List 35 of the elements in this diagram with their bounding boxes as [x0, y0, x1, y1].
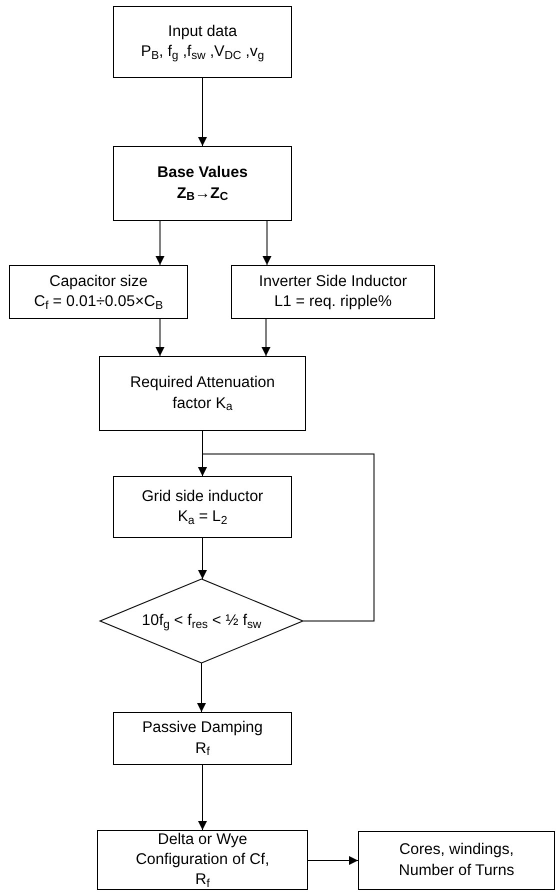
node-text: Cores, windings, Number of Turns: [398, 840, 516, 880]
node-text: Inverter Side Inductor: [258, 272, 408, 292]
node-text: Grid side inductor: [140, 486, 264, 507]
process-box: [113, 712, 292, 765]
node-text: Required Attenuation factor K$_{a}$: [129, 373, 276, 414]
arrow: [198, 78, 207, 146]
arrow: [262, 318, 270, 356]
node-text: 10f$_{g}$ < f$_{res}$ < ½ f$_{sw}$: [140, 610, 262, 632]
process-box: [113, 6, 292, 78]
process-box: [9, 265, 188, 319]
node-text: R$_{f}$: [194, 738, 211, 759]
node-text: P$_{B}$, f$_{g}$ ,f$_{sw}$ ,V$_{DC}$ ,v$_{g}$: [140, 42, 266, 62]
arrow: [262, 220, 272, 266]
node-text: C$_{f}$ = 0.01÷0.05×C$_{B}$: [33, 292, 164, 312]
arrow: [308, 856, 358, 865]
node-text: Input data: [167, 22, 238, 42]
process-box: [113, 146, 292, 221]
arrow: [156, 318, 164, 356]
arrow: [198, 454, 374, 622]
node-text: L1 = req. ripple%: [273, 292, 393, 312]
arrow: [156, 220, 164, 266]
node-text: Delta or Wye Configuration of Cf, R$_{f}$: [134, 830, 270, 890]
process-box: [97, 830, 308, 890]
node-text: Capacitor size: [48, 272, 149, 292]
process-box: [113, 476, 292, 538]
process-box: [231, 265, 435, 319]
arrow: [197, 662, 206, 712]
process-box: [99, 356, 306, 431]
node-text: Z$_{B}$→Z$_{C}$: [176, 184, 230, 204]
node-text: K$_{a}$ = L$_{2}$: [176, 507, 228, 528]
node-text: Passive Damping: [141, 718, 264, 738]
arrow: [198, 764, 207, 830]
arrow: [198, 538, 207, 580]
process-box: [358, 831, 555, 890]
node-text: Base Values: [156, 163, 249, 184]
